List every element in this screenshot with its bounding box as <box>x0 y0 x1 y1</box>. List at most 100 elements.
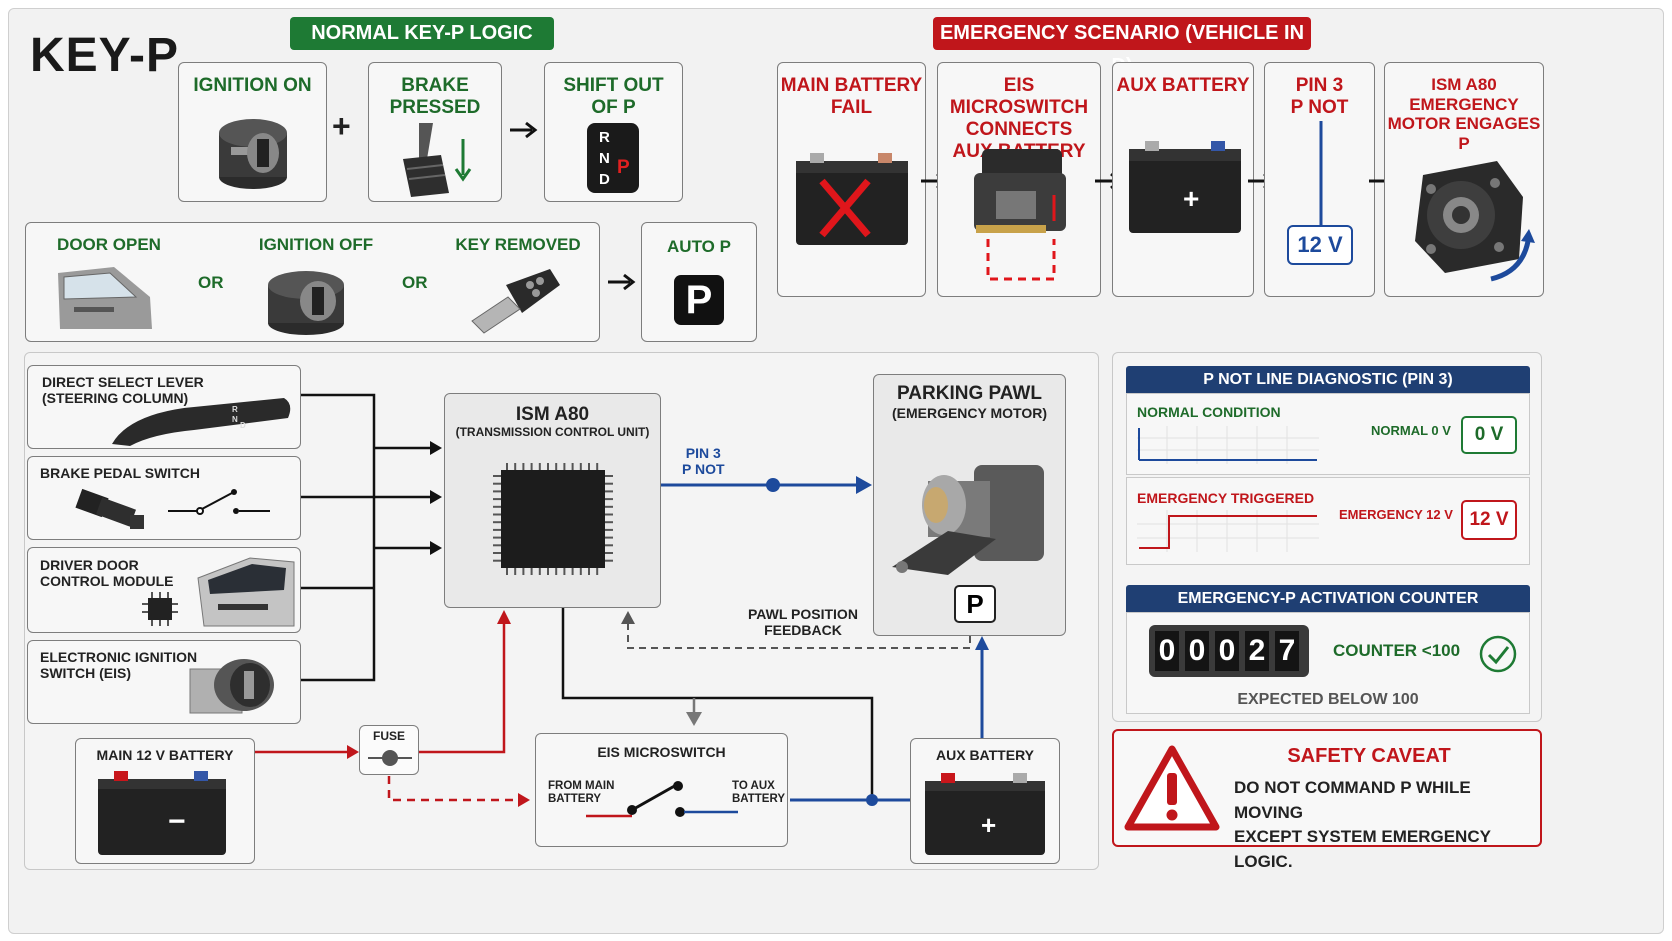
failed-battery-icon <box>796 153 908 245</box>
condition-ignition-off: IGNITION OFF <box>258 235 374 254</box>
microcontroller-chip-icon <box>493 463 613 575</box>
page-title: KEY-P <box>30 29 180 82</box>
main-battery-minus: − <box>168 805 186 838</box>
normal-condition-card: NORMAL CONDITION NORMAL 0 V 0 V <box>1126 393 1530 475</box>
counter-limit-label: COUNTER <100 <box>1333 641 1461 660</box>
auto-p-conditions: DOOR OPEN IGNITION OFF KEY REMOVED OR OR <box>25 222 600 342</box>
pawl-title: PARKING PAWL <box>897 383 1042 404</box>
emergency-step-motor-engages: ISM A80 EMERGENCY MOTOR ENGAGES P <box>1384 62 1544 297</box>
emergency-step-label-3: AUX BATTERY <box>1116 75 1250 96</box>
ism-title: ISM A80 <box>515 404 590 425</box>
condition-key-removed: KEY REMOVED <box>455 235 581 254</box>
emergency-value-badge: 12 V <box>1461 500 1517 540</box>
car-door-icon <box>58 267 152 329</box>
gear-indicator: R N D P <box>587 123 639 193</box>
microswitch-icon <box>974 149 1066 281</box>
gear-p: P <box>617 157 630 178</box>
select-lever-icon: R N D <box>112 398 291 446</box>
microswitch-title: EIS MICROSWITCH <box>597 744 726 760</box>
pawl-p-badge: P <box>954 585 996 623</box>
step-ignition-on-label: IGNITION ON <box>193 75 312 96</box>
emergency-step-label-5: ISM A80 EMERGENCY MOTOR ENGAGES P <box>1387 75 1541 153</box>
counter-digit: 0 <box>1215 631 1239 671</box>
brake-pedal-icon <box>403 123 472 197</box>
aux-battery-plus: + <box>1183 183 1200 214</box>
chip-icon <box>142 592 178 626</box>
normal-signal-graph <box>1137 426 1319 464</box>
door-module-label: DRIVER DOOR CONTROL MODULE <box>40 557 174 590</box>
arrow-right-icon <box>510 121 538 139</box>
ism-subtitle: (TRANSMISSION CONTROL UNIT) <box>455 425 650 439</box>
warning-triangle-icon <box>1124 745 1220 831</box>
emergency-step-label-4: PIN 3 P NOT <box>1290 75 1349 118</box>
svg-text:D: D <box>240 421 246 430</box>
gear-n: N <box>599 150 610 167</box>
safety-text: DO NOT COMMAND P WHILE MOVING EXCEPT SYS… <box>1234 778 1491 871</box>
ignition-switch-icon <box>189 659 274 714</box>
arrow-right-icon <box>608 273 636 291</box>
emergency-reading-label: EMERGENCY 12 V <box>1339 507 1453 522</box>
pin3-voltage-badge: 12 V <box>1287 225 1353 265</box>
plus-operator: + <box>332 108 351 144</box>
emergency-step-main-battery-fail: MAIN BATTERY FAIL <box>777 62 926 297</box>
input-ignition-switch: ELECTRONIC IGNITION SWITCH (EIS) <box>27 640 301 724</box>
emergency-step-microswitch: EIS MICROSWITCH CONNECTS AUX BATTERY <box>937 62 1101 297</box>
eis-microswitch: EIS MICROSWITCH FROM MAIN BATTERY TO AUX… <box>535 733 788 847</box>
input-driver-door-module: DRIVER DOOR CONTROL MODULE <box>27 547 301 633</box>
odometer-counter: 0 0 0 2 7 <box>1149 625 1309 677</box>
main-battery-label: MAIN 12 V BATTERY <box>96 747 234 763</box>
input-direct-select-lever: DIRECT SELECT LEVER (STEERING COLUMN) R … <box>27 365 301 449</box>
auto-p-result: AUTO P P <box>641 222 757 342</box>
normal-condition-label: NORMAL CONDITION <box>1137 404 1281 420</box>
pin3-label: PIN 3 P NOT <box>682 445 725 478</box>
emergency-step-aux-battery: AUX BATTERY + <box>1112 62 1254 297</box>
main-battery-icon <box>98 771 226 855</box>
brake-switch-label: BRAKE PEDAL SWITCH <box>40 465 200 481</box>
pin3-line <box>1319 121 1323 225</box>
or-label-2: OR <box>402 273 428 292</box>
emergency-step-pin3: PIN 3 P NOT 12 V <box>1264 62 1375 297</box>
normal-reading-label: NORMAL 0 V <box>1371 423 1451 438</box>
emergency-signal-graph <box>1137 510 1319 552</box>
normal-value-badge: 0 V <box>1461 416 1517 454</box>
input-brake-pedal-switch: BRAKE PEDAL SWITCH <box>27 456 301 540</box>
lever-label: DIRECT SELECT LEVER (STEERING COLUMN) <box>42 374 204 407</box>
auto-p-label: AUTO P <box>667 237 731 256</box>
emergency-scenario-banner: EMERGENCY SCENARIO (VEHICLE IN D) <box>933 17 1311 77</box>
car-key-icon <box>471 269 560 334</box>
emergency-triggered-card: EMERGENCY TRIGGERED EMERGENCY 12 V 12 V <box>1126 477 1530 565</box>
step-shift-out-of-p: SHIFT OUT OF P R N D P <box>544 62 683 202</box>
counter-expected-label: EXPECTED BELOW 100 <box>1237 691 1419 708</box>
svg-text:N: N <box>232 415 238 424</box>
brake-switch-icon <box>75 488 144 529</box>
aux-battery-icon <box>1129 141 1241 233</box>
microswitch-from-label: FROM MAIN BATTERY <box>548 780 615 806</box>
aux-battery-label: AUX BATTERY <box>936 747 1034 763</box>
parking-pawl-motor-icon <box>892 465 1044 575</box>
step-brake-pressed: BRAKE PRESSED <box>368 62 502 202</box>
condition-door-open: DOOR OPEN <box>57 235 161 254</box>
emergency-triggered-label: EMERGENCY TRIGGERED <box>1137 490 1315 506</box>
svg-text:R: R <box>232 405 238 414</box>
emergency-step-label-1: MAIN BATTERY FAIL <box>780 75 923 118</box>
safety-caveat-box: SAFETY CAVEAT DO NOT COMMAND P WHILE MOV… <box>1112 729 1542 871</box>
counter-digit: 7 <box>1275 631 1299 671</box>
fuse-label: FUSE <box>372 729 405 743</box>
car-door-icon <box>197 557 295 627</box>
pawl-feedback-label: PAWL POSITION FEEDBACK <box>748 606 858 639</box>
counter-digit: 0 <box>1155 631 1179 671</box>
gear-d: D <box>599 171 610 188</box>
normal-logic-banner: NORMAL KEY-P LOGIC <box>290 17 554 50</box>
counter-digit: 2 <box>1245 631 1269 671</box>
gear-r: R <box>599 129 610 146</box>
activation-counter-card: 0 0 0 2 7 COUNTER <100 EXPECTED BELOW 10… <box>1126 612 1530 714</box>
check-circle-icon <box>1479 635 1517 673</box>
switch-symbol-icon <box>168 489 270 515</box>
aux-battery-plus: + <box>981 810 997 840</box>
diagnostic-title: P NOT LINE DIAGNOSTIC (PIN 3) <box>1126 366 1530 393</box>
ignition-switch-icon <box>219 119 287 189</box>
step-brake-label: BRAKE PRESSED <box>389 75 481 118</box>
fuse-icon <box>368 750 412 766</box>
main-battery: MAIN 12 V BATTERY − <box>75 738 255 864</box>
